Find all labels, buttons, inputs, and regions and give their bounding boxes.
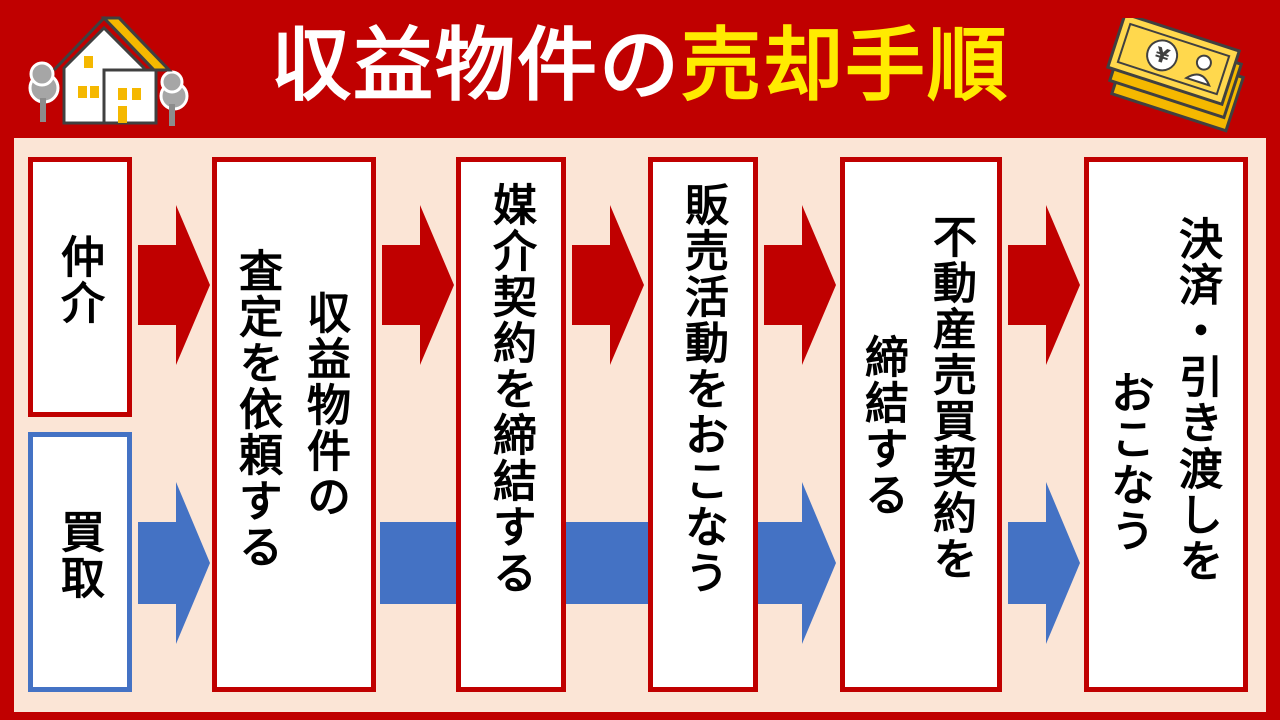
route-box-purchase: 買取: [28, 432, 132, 692]
red-arrow-2: [382, 205, 454, 365]
red-arrow-1: [138, 205, 210, 365]
red-arrow-4: [764, 205, 836, 365]
step-3-line-1: 販売活動をおこなう: [677, 182, 728, 596]
route-box-brokerage: 仲介: [28, 157, 132, 417]
step-1-line-2: 査定を依頼する: [231, 248, 282, 570]
red-arrow-3: [572, 205, 644, 365]
red-arrow-5: [1008, 205, 1080, 365]
step-box-sales-activity: 販売活動をおこなう: [648, 157, 758, 692]
house-icon: [28, 15, 189, 126]
blue-arrow-3: [1008, 482, 1080, 644]
route-label-brokerage: 仲介: [53, 234, 104, 326]
step-5-line-2: おこなう: [1103, 370, 1154, 554]
step-box-appraisal: 収益物件の 査定を依頼する: [212, 157, 376, 692]
step-4-line-1: 不動産売買契約を: [925, 214, 976, 582]
step-box-settlement: 決済・引き渡しを おこなう: [1084, 157, 1248, 692]
blue-arrow-2: [764, 482, 836, 644]
route-label-purchase: 買取: [53, 509, 104, 601]
header-banner: [0, 0, 1280, 132]
blue-arrow-1: [138, 482, 210, 644]
step-box-brokerage-contract: 媒介契約を締結する: [456, 157, 566, 692]
step-1-line-1: 収益物件の: [299, 290, 350, 520]
yen-banknotes-icon: ¥: [1105, 18, 1246, 133]
step-2-line-1: 媒介契約を締結する: [485, 182, 536, 596]
page-title: 収益物件の売却手順: [0, 0, 1280, 132]
title-part-2: 売却手順: [681, 19, 1009, 112]
step-4-line-2: 締結する: [857, 334, 908, 518]
title-part-1: 収益物件の: [271, 19, 681, 112]
step-box-sales-contract: 不動産売買契約を 締結する: [840, 157, 1002, 692]
step-5-line-1: 決済・引き渡しを: [1171, 216, 1222, 584]
